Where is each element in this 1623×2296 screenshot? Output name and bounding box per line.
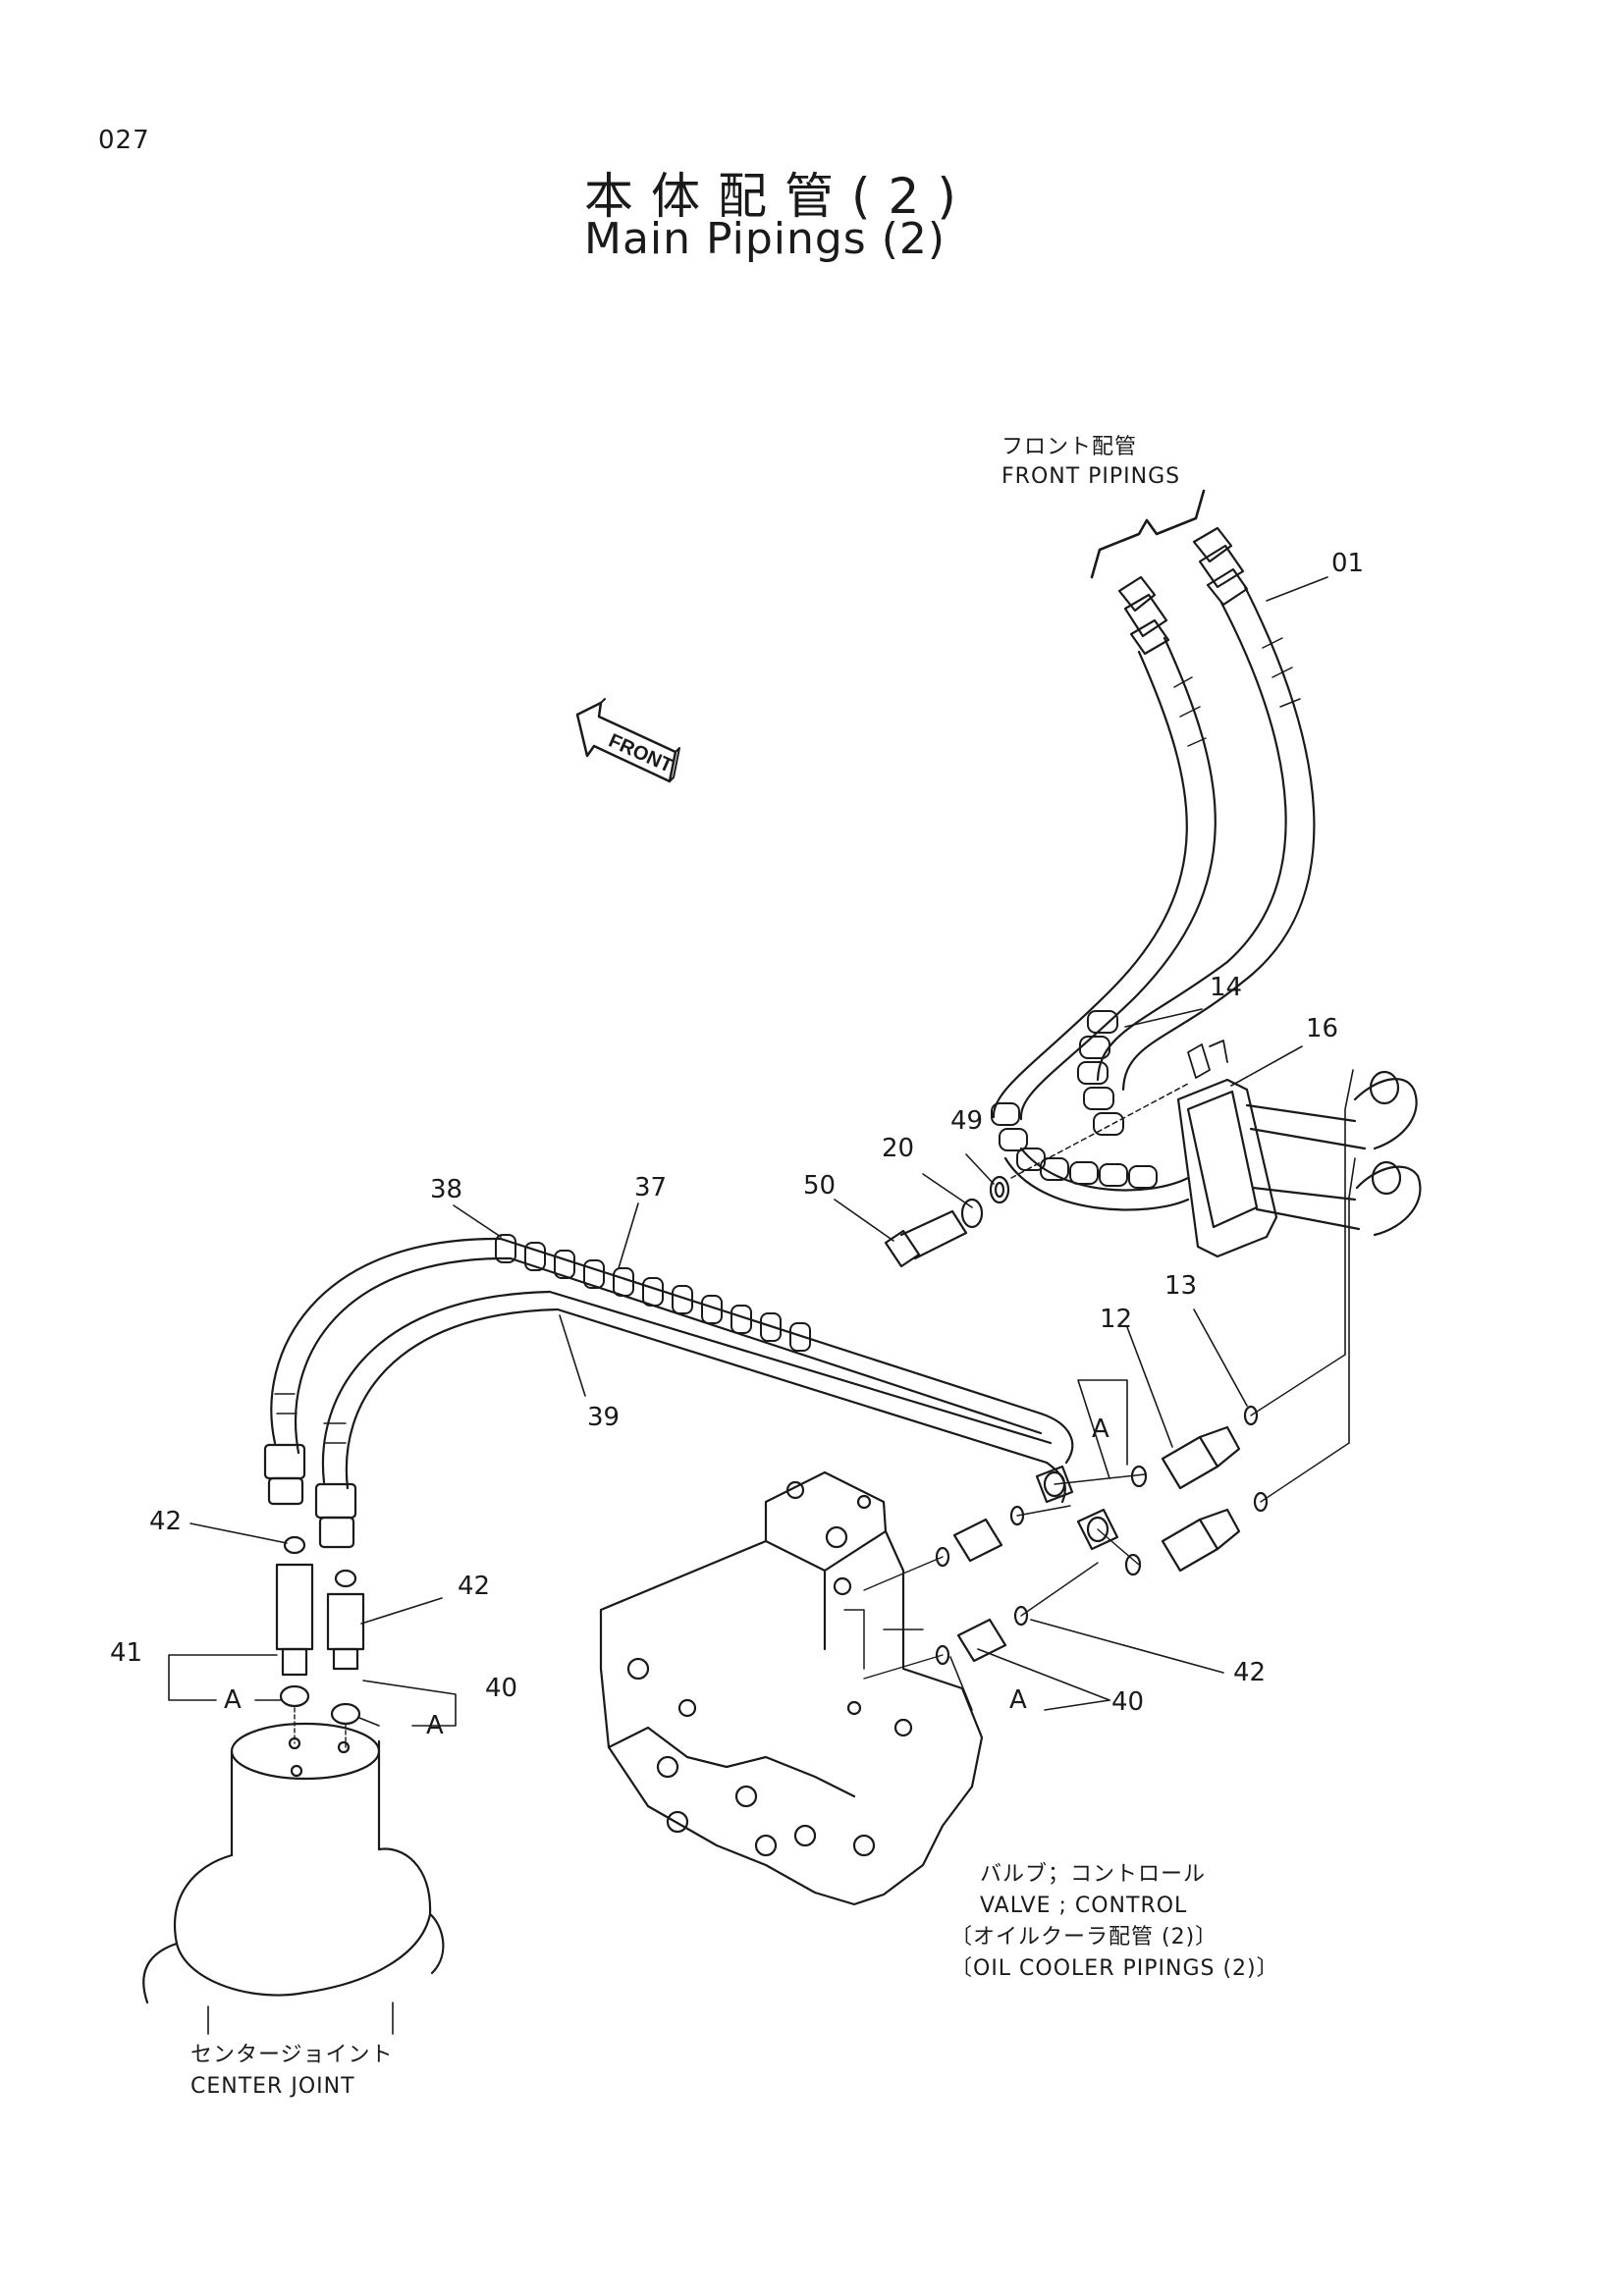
leader-lines bbox=[169, 577, 1327, 1726]
alignment-lines bbox=[864, 1355, 1349, 1679]
callout-12: 12 bbox=[1100, 1305, 1133, 1334]
callout-a-left: A bbox=[224, 1685, 242, 1715]
elbow-fittings-right bbox=[1345, 1070, 1420, 1443]
hose-clamp bbox=[1178, 1041, 1365, 1256]
callout-39: 39 bbox=[587, 1403, 621, 1432]
hose-end-fittings-right bbox=[1037, 1467, 1117, 1549]
hose-37-protector-rings bbox=[496, 1235, 810, 1351]
callout-a-right: A bbox=[426, 1711, 444, 1740]
front-pipings-brace bbox=[1092, 491, 1204, 577]
center-joint bbox=[143, 1708, 443, 2002]
callout-13: 13 bbox=[1164, 1271, 1198, 1301]
page-title-japanese: 本体配管(2) bbox=[584, 168, 974, 225]
left-fittings bbox=[277, 1537, 363, 1724]
front-direction-arrow-icon: FRONT bbox=[577, 699, 679, 781]
adapters-upper bbox=[1126, 1407, 1267, 1575]
callout-41: 41 bbox=[110, 1638, 143, 1668]
center-joint-label-brackets bbox=[208, 2002, 393, 2034]
center-joint-label-ja: センタージョイント bbox=[190, 2043, 394, 2067]
callout-a-bottom: A bbox=[1009, 1685, 1027, 1715]
callout-20: 20 bbox=[882, 1134, 915, 1163]
callout-40-right: 40 bbox=[1111, 1687, 1145, 1717]
hose-end-fittings-left bbox=[265, 1394, 355, 1547]
valve-label-ja: バルブ；コントロール bbox=[980, 1862, 1207, 1887]
callout-01: 01 bbox=[1331, 549, 1365, 578]
callout-16: 16 bbox=[1306, 1014, 1339, 1043]
bolt-alignment-line bbox=[1011, 1084, 1188, 1178]
callout-a-valve: A bbox=[1092, 1415, 1109, 1444]
oil-cooler-label-ja: 〔オイルクーラ配管 (2)〕 bbox=[950, 1925, 1218, 1949]
callout-50: 50 bbox=[803, 1171, 837, 1201]
page-number: 027 bbox=[98, 126, 150, 155]
front-pipings-label-ja: フロント配管 bbox=[1001, 435, 1138, 459]
valve-label-en: VALVE ; CONTROL bbox=[980, 1894, 1188, 1918]
callout-38: 38 bbox=[430, 1175, 463, 1204]
page-title-english: Main Pipings (2) bbox=[584, 214, 947, 264]
control-valve-body bbox=[601, 1472, 982, 1904]
front-pipings-label-en: FRONT PIPINGS bbox=[1001, 464, 1181, 489]
center-joint-label-en: CENTER JOINT bbox=[190, 2074, 355, 2099]
hose-protector-rings bbox=[992, 1011, 1157, 1188]
callout-42-mid: 42 bbox=[458, 1572, 491, 1601]
callout-42-right: 42 bbox=[1233, 1658, 1267, 1687]
callout-40-left: 40 bbox=[485, 1674, 518, 1703]
adapters-valve bbox=[937, 1507, 1027, 1664]
bolt-assembly bbox=[886, 1177, 1008, 1266]
front-hose-pair bbox=[994, 528, 1314, 1119]
hose-37-38-39 bbox=[271, 1239, 1072, 1502]
oil-cooler-label-en: 〔OIL COOLER PIPINGS (2)〕 bbox=[950, 1956, 1279, 1981]
callout-49: 49 bbox=[950, 1106, 984, 1136]
callout-37: 37 bbox=[634, 1173, 668, 1202]
callout-42-left: 42 bbox=[149, 1507, 183, 1536]
callout-14: 14 bbox=[1210, 973, 1243, 1002]
